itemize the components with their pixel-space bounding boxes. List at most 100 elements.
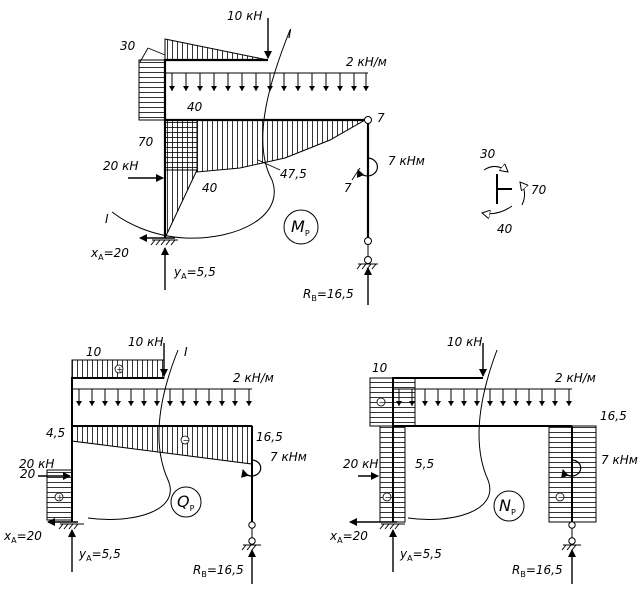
- q-label-force-20kn: 20 кН: [19, 457, 54, 471]
- section-cut-line-m: [111, 29, 291, 239]
- label-moment-7-bottom: 7: [344, 181, 352, 195]
- n-label-16-5: 16,5: [600, 409, 627, 423]
- leader-7-bottom: [351, 167, 361, 181]
- n-sign-right-circle: [555, 492, 565, 502]
- label-section-i: I: [288, 27, 292, 41]
- q-label-20: 20: [20, 467, 36, 481]
- q-label-10: 10: [86, 345, 102, 359]
- label-moment-30: 30: [120, 39, 136, 53]
- support-b-upper-hinge: [364, 237, 372, 245]
- distributed-load-arrows-n: [396, 389, 572, 406]
- n-label-reaction-xa: xA=20: [329, 529, 368, 545]
- shear-diagram-labels: 10 кН 2 кН/м I 10 4,5 16,5 20 7 кНм 20 к…: [3, 335, 307, 579]
- q-label-force-10kn: 10 кН: [128, 335, 163, 349]
- n-sign-top-circle: [376, 397, 386, 407]
- joint-members: [496, 174, 512, 204]
- label-distributed-load: 2 кН/м: [346, 55, 387, 69]
- support-b-lower-hinge-n: [568, 537, 576, 545]
- moment-fill-node-cross: [165, 120, 197, 170]
- joint-label-40: 40: [497, 222, 513, 236]
- frame-columns-and-beams-q: [71, 377, 253, 522]
- support-b-ground: [356, 263, 378, 270]
- axial-diagram-badge-circle: [493, 490, 525, 522]
- support-a-symbol: [150, 239, 178, 246]
- joint-equilibrium-sketch: [482, 166, 525, 213]
- shear-diagram: [38, 343, 262, 584]
- n-label-distributed: 2 кН/м: [555, 371, 596, 385]
- sign-plus-top-circle: [114, 364, 124, 374]
- label-reaction-ya: yA=5,5: [173, 265, 216, 281]
- joint-moment-40-arrow: [482, 205, 513, 214]
- shear-diagram-badge-label: QP: [177, 492, 195, 513]
- n-sign-left-circle: [382, 492, 392, 502]
- moment-fill-top-triangle: [164, 38, 269, 61]
- n-sign-top: −: [379, 398, 386, 407]
- moment-fill-beam-parabola: [196, 119, 367, 173]
- support-b-ground-n: [561, 544, 581, 551]
- support-b-lower-hinge: [364, 256, 372, 264]
- frame-columns-and-beams-n: [392, 377, 573, 522]
- distributed-load-arrows-q: [76, 389, 252, 406]
- n-label-reaction-ya: yA=5,5: [399, 547, 442, 563]
- n-label-5-5: 5,5: [415, 457, 434, 471]
- q-label-reaction-rb: RB=16,5: [193, 563, 244, 579]
- moment-b-hinge: [364, 116, 372, 124]
- joint-labels: 30 70 40: [480, 147, 547, 236]
- section-cut-line-n: [407, 349, 498, 520]
- n-label-reaction-rb: RB=16,5: [512, 563, 563, 579]
- moment-diagram-badge-circle: [283, 209, 319, 245]
- label-reaction-xa: xA=20: [90, 246, 129, 262]
- axial-diagram: [349, 343, 597, 584]
- support-b-upper-hinge-q: [248, 521, 256, 529]
- frame-columns-and-beams: [163, 58, 370, 238]
- label-moment-47-5: 47,5: [280, 167, 307, 181]
- sign-minus-beam: −: [183, 436, 190, 445]
- moment-diagram-labels: 10 кН 2 кН/м I I 30 40 70 40 47,5 7 7 7 …: [90, 9, 425, 303]
- q-label-distributed: 2 кН/м: [233, 371, 274, 385]
- support-b-lower-hinge-q: [248, 537, 256, 545]
- distributed-load-arrows: [169, 73, 369, 91]
- section-cut-line-q: [87, 349, 179, 520]
- label-moment-7-top: 7: [377, 111, 385, 125]
- n-label-force-10kn: 10 кН: [447, 335, 482, 349]
- sign-plus-left: +: [57, 493, 64, 502]
- sign-minus-beam-circle: [180, 435, 190, 445]
- moment-b-curl-q: [241, 459, 262, 478]
- n-label-force-20kn: 20 кН: [343, 457, 378, 471]
- q-label-reaction-xa: xA=20: [3, 529, 42, 545]
- label-moment-40-top: 40: [187, 100, 203, 114]
- joint-label-70: 70: [531, 183, 547, 197]
- joint-moment-30-arrow: [483, 166, 508, 172]
- q-label-4-5: 4,5: [46, 426, 65, 440]
- q-label-16-5: 16,5: [256, 430, 283, 444]
- moment-b-curl-n: [561, 459, 582, 478]
- moment-diagram-badge-label: MP: [291, 217, 310, 238]
- sign-plus-top: +: [117, 365, 124, 374]
- support-a-symbol-n: [379, 523, 405, 530]
- label-moment-40-mid: 40: [202, 181, 218, 195]
- label-moment-70: 70: [138, 135, 154, 149]
- moment-fill-left-triangle: [164, 169, 198, 239]
- sign-plus-left-circle: [54, 492, 64, 502]
- n-label-applied-moment: 7 кНм: [601, 453, 638, 467]
- label-applied-moment: 7 кНм: [388, 154, 425, 168]
- label-force-10kn: 10 кН: [227, 9, 262, 23]
- leader-30: [139, 47, 166, 63]
- q-label-applied-moment: 7 кНм: [270, 450, 307, 464]
- label-section-i-left: I: [105, 212, 109, 226]
- support-b-ground-q: [241, 544, 261, 551]
- label-reaction-rb: RB=16,5: [303, 287, 354, 303]
- axial-diagram-badge-label: NP: [499, 496, 516, 517]
- n-label-10: 10: [372, 361, 388, 375]
- support-a-symbol-q: [58, 523, 84, 530]
- leader-47: [257, 159, 281, 171]
- moment-b-curl: [356, 157, 379, 178]
- n-sign-right: −: [558, 493, 565, 502]
- shear-diagram-badge-circle: [170, 486, 202, 518]
- shear-fill-beam: [71, 425, 253, 465]
- label-force-20kn: 20 кН: [103, 159, 138, 173]
- moment-fill-left-column: [138, 59, 166, 121]
- support-b-upper-hinge-n: [568, 521, 576, 529]
- q-label-reaction-ya: yA=5,5: [78, 547, 121, 563]
